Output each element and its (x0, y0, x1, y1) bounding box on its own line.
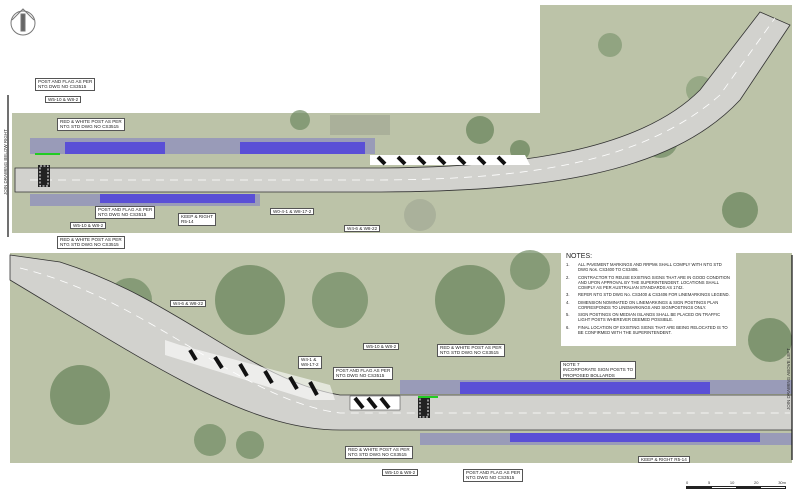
callout-note-7: NOTE 7 INCORPORATE SIGN POSTS TO PROPOSE… (560, 361, 637, 380)
join-drawing-label-bottom: JOIN DRAWING ABOVE LEFT (786, 348, 791, 410)
callout-red-white-post: RED & WHITE POST AS PER NTG STD DWG NO C… (57, 118, 125, 131)
callout-keep-right: KEEP & RIGHT R5-14 (178, 213, 217, 226)
callout-sign: W4-6 & W8-22 (344, 225, 381, 233)
callout-sign: W5-10 & W8-2 (382, 469, 419, 477)
callout-sign: W5-10 & W8-2 (45, 96, 82, 104)
note-text: ALL PAVEMENT MARKINGS AND RRPMs SHALL CO… (578, 262, 722, 272)
note-item: 6. FINAL LOCATION OF EXISTING SIGNS THAT … (566, 325, 731, 335)
note-number: 4. (566, 299, 570, 305)
scale-bar: 0 5 10 20 30m (686, 480, 786, 489)
note-text: CONTRACTOR TO REUSE EXISTING SIGNS THAT … (578, 274, 730, 290)
callout-red-white-post: RED & WHITE POST AS PER NTG STD DWG NO C… (57, 236, 125, 249)
callout-red-white-post: RED & WHITE POST AS PER NTG STD DWG NO C… (345, 446, 413, 459)
scale-tick: 5 (707, 480, 711, 485)
callout-sign: W5-10 & W8-2 (70, 222, 107, 230)
note-number: 3. (566, 292, 570, 297)
note-number: 5. (566, 312, 570, 317)
north-arrow-icon (10, 8, 36, 36)
note-item: 1. ALL PAVEMENT MARKINGS AND RRPMs SHALL … (566, 262, 731, 272)
callout-sign: W5-10 & W8-2 (363, 343, 400, 351)
scale-tick: 20 (754, 480, 759, 485)
callout-post-flag: POST AND FLAG AS PER NTG DWG NO CS3515 (333, 367, 394, 380)
callout-post-flag: POST AND FLAG AS PER NTG DWG NO CS3515 (35, 78, 96, 91)
note-number: 2. (566, 274, 570, 280)
callout-keep-right: KEEP & RIGHT R5-14 (638, 456, 690, 464)
note-item: 5. SIGN POSTINGS ON MEDIAN ISLANDS SHALL … (566, 312, 731, 322)
note-text: FINAL LOCATION OF EXISTING SIGNS THAT AR… (578, 324, 728, 335)
callout-sign: W4-6 & W8-22 (170, 300, 207, 308)
note-number: 1. (566, 262, 570, 267)
note-text: DIMENSION NOMINATED ON LINEMARKINGS & SI… (578, 299, 719, 310)
join-drawing-label-top: JOIN DRAWING BELOW RIGHT (3, 129, 8, 195)
callout-sign: W4-1 & W8-17-2 (298, 356, 322, 369)
callout-red-white-post: RED & WHITE POST AS PER NTG STD DWG NO C… (437, 344, 505, 357)
callout-post-flag: POST AND FLAG AS PER NTG DWG NO CS3515 (95, 206, 156, 219)
callout-post-flag: POST AND FLAG AS PER NTG DWG NO CS3515 (463, 469, 524, 482)
top-road (14, 11, 791, 206)
note-item: 3. REFER NTG STD DWG No. CS3400 & CS3406 … (566, 292, 731, 297)
note-text: REFER NTG STD DWG No. CS3400 & CS3406 FO… (578, 292, 730, 297)
scale-tick: 10 (729, 480, 735, 485)
callout-sign: W0-4-1 & W8-17-2 (270, 208, 315, 216)
bottom-road (9, 254, 793, 445)
note-item: 2. CONTRACTOR TO REUSE EXISTING SIGNS THA… (566, 275, 731, 290)
notes-panel: NOTES: 1. ALL PAVEMENT MARKINGS AND RRPMs… (561, 250, 736, 346)
scale-tick: 30m (778, 480, 786, 485)
match-lines (7, 95, 793, 460)
notes-title: NOTES: (566, 253, 593, 260)
note-number: 6. (566, 324, 570, 330)
scale-tick: 0 (686, 480, 689, 485)
note-text: SIGN POSTINGS ON MEDIAN ISLANDS SHALL BE… (578, 312, 721, 322)
note-item: 4. DIMENSION NOMINATED ON LINEMARKINGS & … (566, 300, 731, 310)
